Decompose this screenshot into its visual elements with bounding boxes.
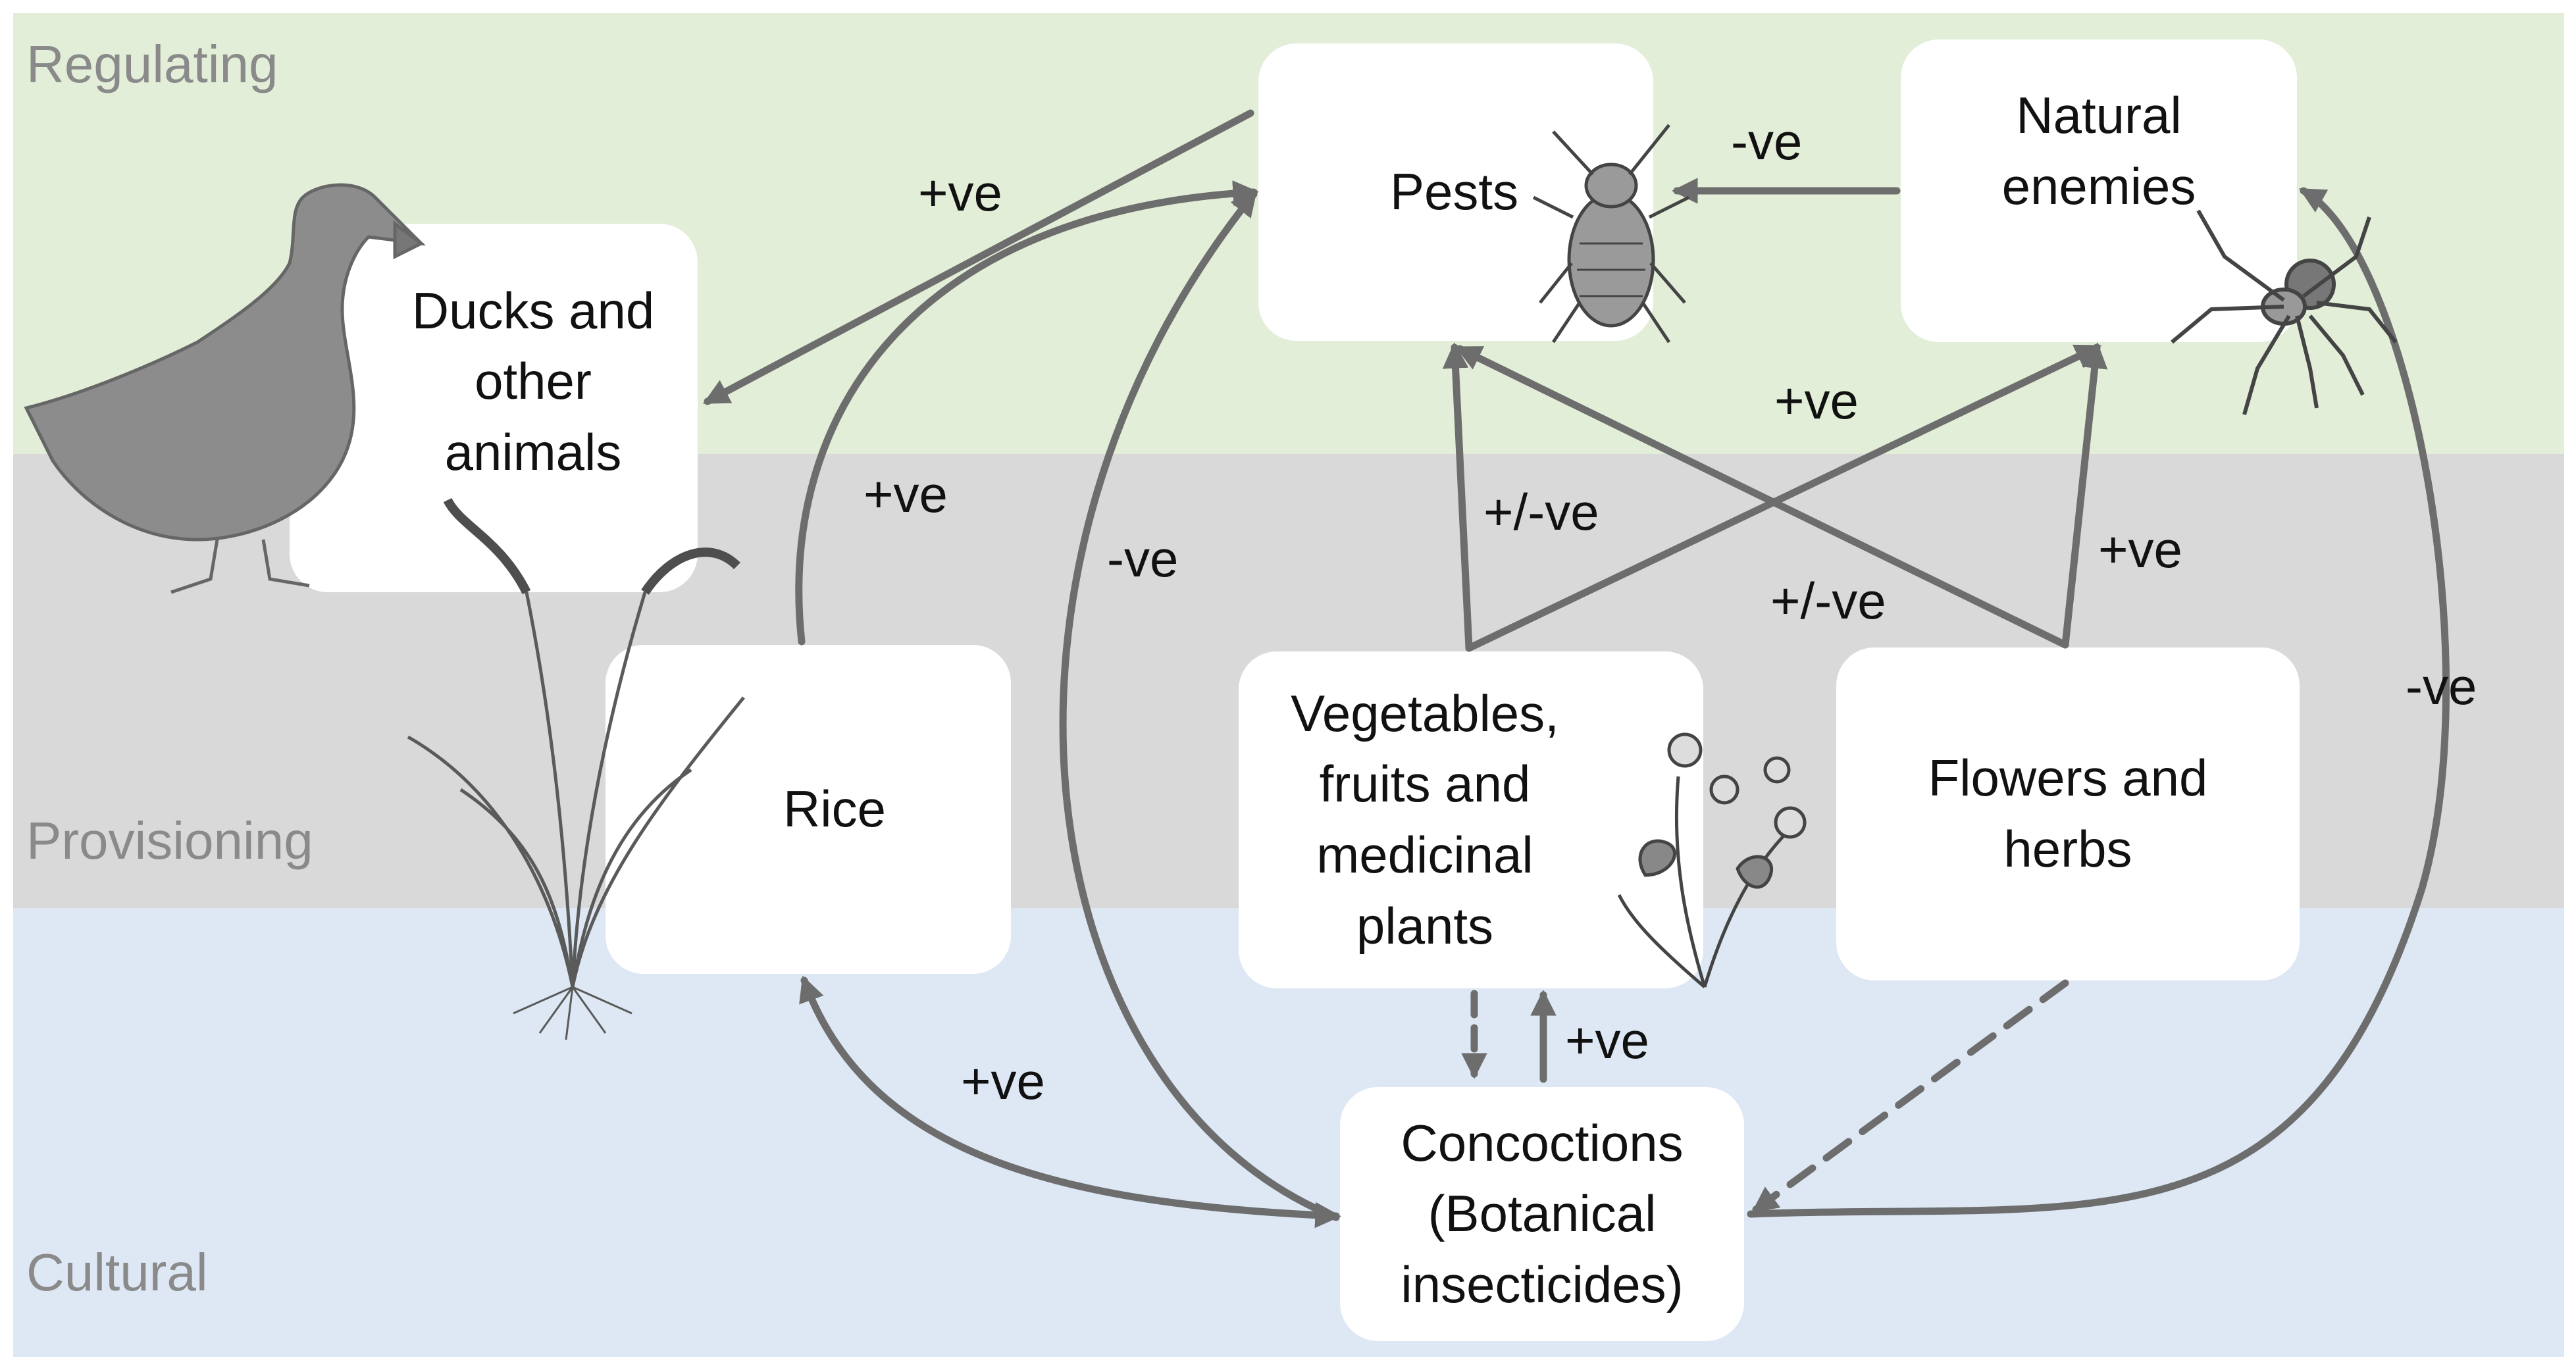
arrow-veg-to-pests bbox=[1442, 342, 1473, 652]
provisioning-label: Provisioning bbox=[26, 811, 313, 870]
arrow-flowers-to-concoctions bbox=[1751, 979, 2069, 1213]
arrow-rice-to-pests bbox=[795, 180, 1259, 646]
flowers-node: Flowers and herbs bbox=[1836, 647, 2300, 980]
cultural-label: Cultural bbox=[26, 1243, 208, 1302]
natural-enemies-label: Natural enemies bbox=[2001, 86, 2196, 215]
ducks-node: Ducks and other animals bbox=[290, 224, 698, 592]
arrow-flowers-to-pests bbox=[1455, 345, 2069, 649]
edge-label-veg-enemies: +ve bbox=[1774, 372, 1859, 430]
edge-label-enemies-pests: -ve bbox=[1731, 113, 1802, 170]
arrow-concoctions-to-pests bbox=[1059, 190, 1340, 1221]
concoctions-node: Concoctions (Botanical insecticides) bbox=[1340, 1087, 1744, 1341]
pests-label: Pests bbox=[1390, 163, 1519, 221]
regulating-label: Regulating bbox=[26, 35, 278, 93]
rice-label: Rice bbox=[783, 780, 887, 838]
duck-illustration bbox=[24, 183, 426, 594]
vegetables-label: Vegetables, fruits and medicinal plants bbox=[1291, 684, 1559, 955]
spider-illustration bbox=[2171, 209, 2398, 415]
arrow-veg-to-enemies bbox=[1465, 343, 2102, 652]
edge-label-concoctions-enemies: -ve bbox=[2406, 657, 2477, 715]
edge-label-concoctions-pests: -ve bbox=[1107, 530, 1178, 588]
ducks-label: Ducks and other animals bbox=[411, 281, 655, 481]
concoctions-label: Concoctions (Botanical insecticides) bbox=[1401, 1113, 1684, 1313]
rice-node: Rice bbox=[605, 645, 1011, 974]
flower-plant-illustration bbox=[1617, 732, 1807, 988]
arrow-flowers-to-enemies bbox=[2061, 342, 2108, 649]
edge-label-concoctions-rice: +ve bbox=[961, 1052, 1045, 1110]
edge-label-concoctions-veg: +ve bbox=[1565, 1011, 1649, 1069]
edge-label-flowers-pests: +/-ve bbox=[1770, 572, 1886, 630]
natural-enemies-node: Natural enemies bbox=[1901, 39, 2297, 342]
edge-label-veg-pests: +/-ve bbox=[1483, 483, 1599, 541]
vegetables-node: Vegetables, fruits and medicinal plants bbox=[1239, 651, 1703, 988]
edge-label-flowers-enemies: +ve bbox=[2098, 520, 2182, 578]
edge-label-pests-ducks: +ve bbox=[918, 164, 1002, 222]
arrow-pests-to-ducks bbox=[703, 109, 1254, 405]
rice-plant-illustration bbox=[407, 497, 745, 1040]
arrow-concoctions-rice bbox=[799, 975, 1341, 1229]
edge-label-rice-pests: +ve bbox=[863, 465, 948, 523]
flowers-label: Flowers and herbs bbox=[1928, 749, 2208, 878]
pest-bug-illustration bbox=[1532, 124, 1690, 343]
arrow-concoctions-to-enemies bbox=[1747, 187, 2450, 1218]
